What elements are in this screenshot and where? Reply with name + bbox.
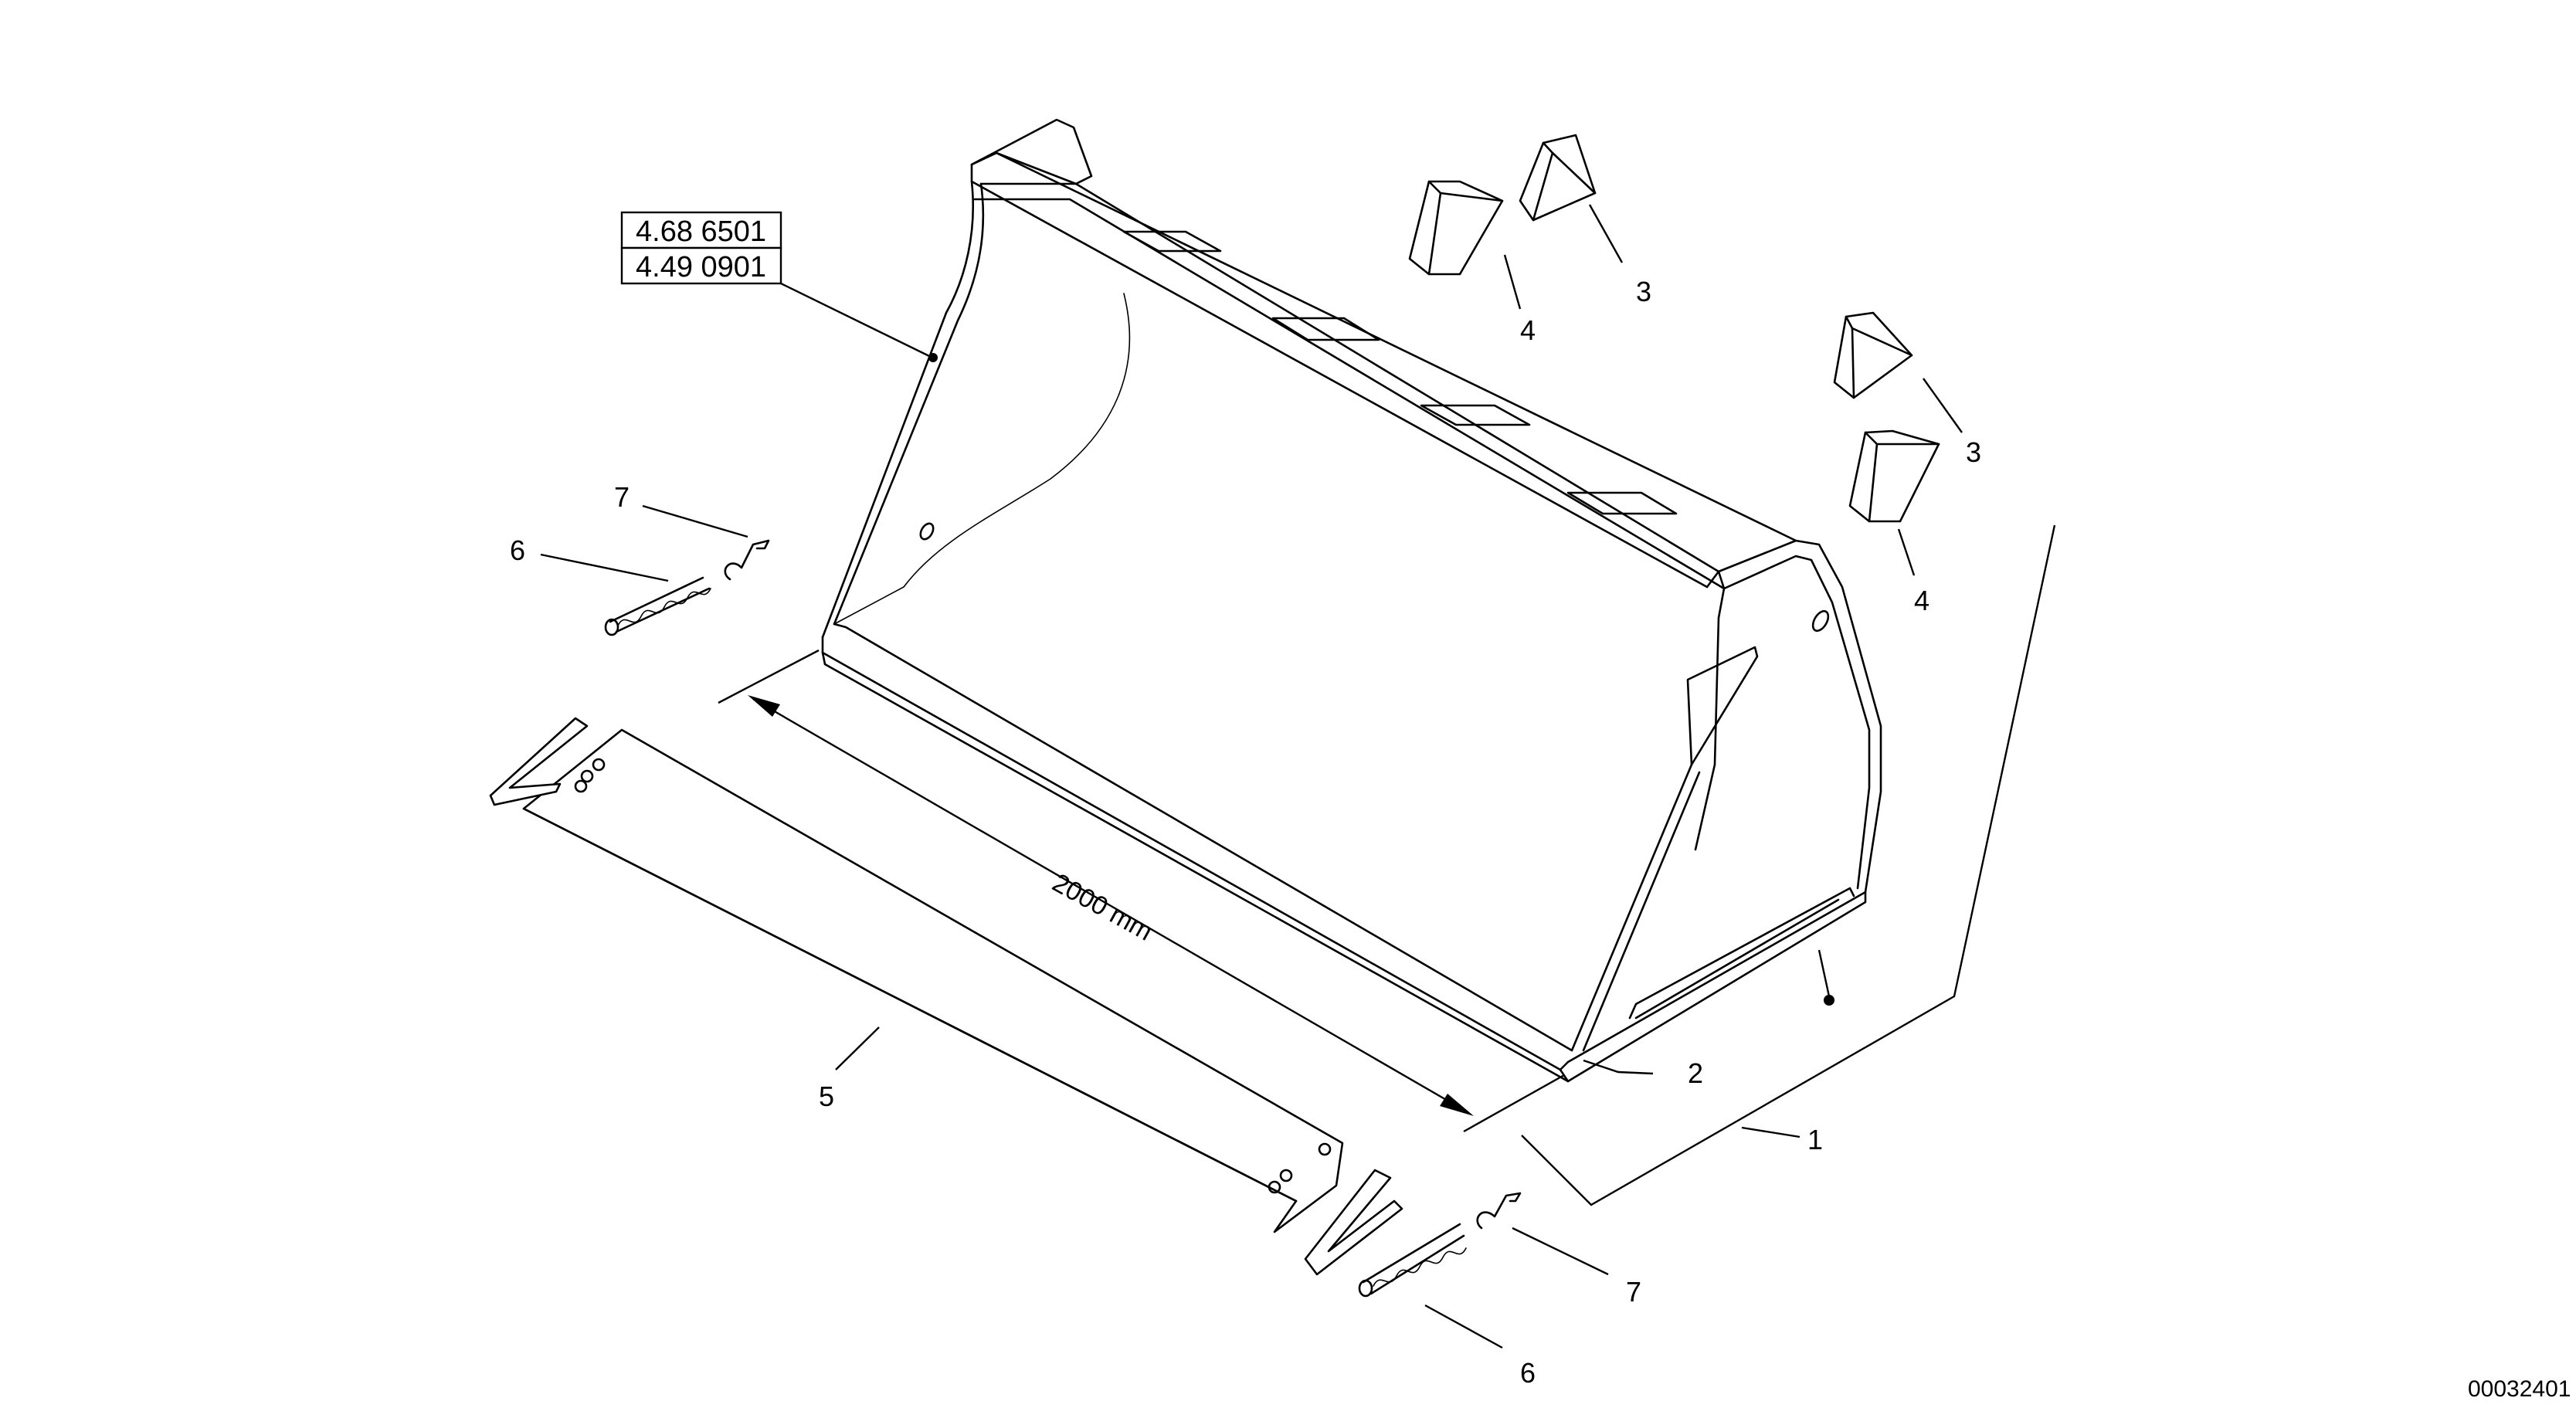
bucket-bracket [1521, 524, 2056, 1206]
clip-right [1476, 1192, 1522, 1230]
spring-left [604, 576, 711, 636]
callout-5: 5 [819, 1081, 834, 1112]
spring-right [1358, 1223, 1467, 1298]
callout-3-right: 3 [1966, 436, 1981, 468]
document-number: 00032401 [2468, 1376, 2571, 1402]
callout-7-right: 7 [1626, 1276, 1641, 1308]
callout-6-right: 6 [1520, 1357, 1536, 1389]
wear-block-group-upper [1408, 134, 1940, 523]
callout-4-upper: 4 [1520, 314, 1536, 346]
callout-7-left: 7 [614, 481, 630, 513]
ref-part-number-1: 4.68 6501 [636, 215, 766, 248]
callout-1: 1 [1807, 1124, 1823, 1155]
ref-part-number-2: 4.49 0901 [636, 251, 766, 283]
callout-4-right: 4 [1914, 585, 1929, 616]
callout-6-left: 6 [510, 534, 525, 566]
dimension-label: 2000 mm [1047, 868, 1157, 947]
callout-3-upper: 3 [1636, 276, 1651, 307]
reference-part-numbers: 4.68 6501 4.49 0901 [620, 211, 938, 362]
clip-left [724, 539, 770, 581]
callout-2: 2 [1688, 1057, 1703, 1089]
bucket [821, 118, 1882, 1083]
edge-protector [489, 717, 1403, 1276]
callout-leaders [540, 204, 1963, 1349]
